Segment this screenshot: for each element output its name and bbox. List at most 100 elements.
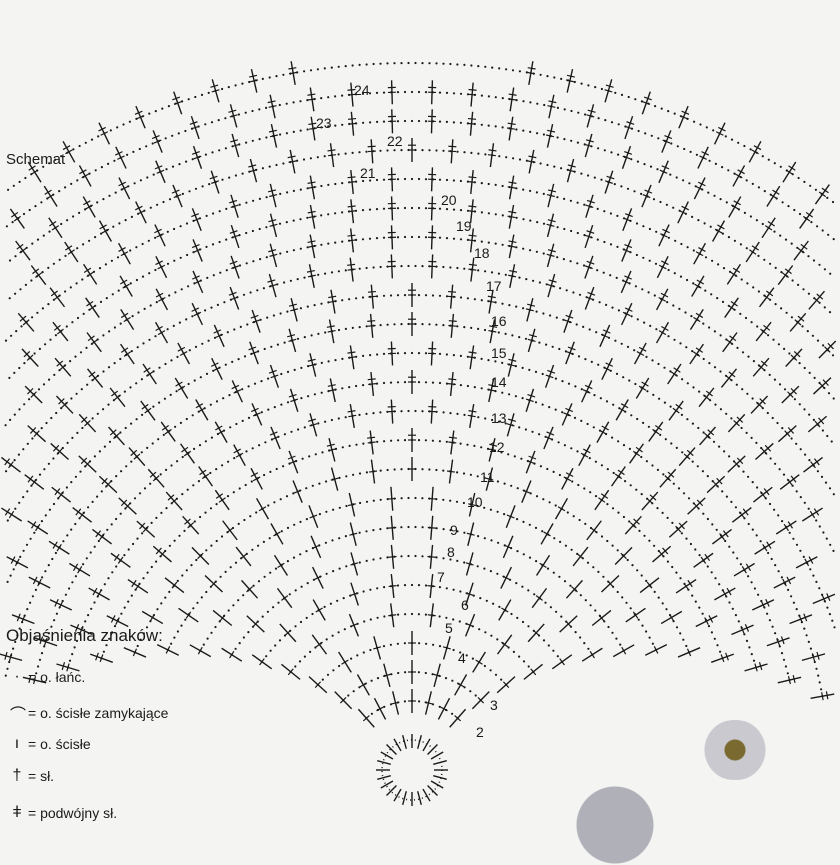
chain-stitch (711, 571, 713, 573)
row-number: 9 (450, 522, 458, 538)
row-number: 22 (387, 133, 403, 149)
chain-stitch (449, 266, 451, 268)
chain-stitch (210, 545, 212, 547)
stitch-bar (87, 272, 94, 276)
chain-stitch (533, 593, 535, 595)
chain-stitch (241, 388, 243, 390)
chain-stitch (820, 688, 822, 690)
chain-stitch (758, 186, 760, 188)
chain-stitch (589, 328, 591, 330)
chain-stitch (233, 328, 235, 330)
chain-stitch (585, 599, 587, 601)
stitch-bar (124, 352, 131, 357)
chain-stitch (411, 91, 413, 93)
chain-stitch (205, 591, 207, 593)
chain-stitch (414, 497, 416, 499)
stitch-bar (639, 386, 646, 390)
chain-stitch (252, 447, 254, 449)
chain-stitch (522, 621, 524, 623)
chain-stitch (716, 529, 718, 531)
chain-stitch (28, 398, 30, 400)
chain-stitch (341, 95, 343, 97)
chain-stitch (470, 152, 472, 154)
chain-stitch (819, 681, 821, 683)
chain-stitch (463, 561, 465, 563)
chain-stitch (120, 470, 122, 472)
chain-stitch (617, 511, 619, 513)
stitch-bar (184, 451, 191, 456)
chain-stitch (488, 242, 490, 244)
chain-stitch (418, 671, 420, 673)
chain-stitch (225, 147, 227, 149)
chain-stitch (692, 386, 694, 388)
chain-stitch (421, 410, 423, 412)
chain-stitch (418, 236, 420, 238)
chain-stitch (145, 145, 147, 147)
chain-stitch (376, 587, 378, 589)
chain-stitch (574, 417, 576, 419)
chain-stitch (126, 154, 128, 156)
chain-stitch (225, 364, 227, 366)
chain-stitch (425, 352, 427, 354)
chain-stitch (711, 260, 713, 262)
chain-stitch (186, 222, 188, 224)
chain-stitch (280, 404, 282, 406)
chain-stitch (481, 299, 483, 301)
row-number: 23 (316, 115, 332, 131)
chain-stitch (341, 358, 343, 360)
stitch-bar (348, 182, 356, 183)
chain-stitch (553, 166, 555, 168)
stitch-bar (216, 494, 223, 499)
chain-stitch (66, 534, 68, 536)
chain-stitch (515, 187, 517, 189)
chain-stitch (456, 325, 458, 327)
chain-stitch (183, 530, 185, 532)
chain-stitch (803, 628, 805, 630)
stitch-bar (327, 326, 335, 327)
chain-stitch (376, 353, 378, 355)
chain-stitch (439, 586, 441, 588)
chain-stitch (781, 652, 783, 654)
chain-stitch (498, 67, 500, 69)
stitch-bar (469, 264, 477, 265)
chain-stitch (825, 482, 827, 484)
chain-stitch (379, 528, 381, 530)
chain-stitch (599, 301, 601, 303)
chain-stitch (204, 511, 206, 513)
chain-stitch (307, 187, 309, 189)
stitch-bar (501, 642, 507, 647)
center-stitch (377, 761, 391, 765)
chain-stitch (432, 382, 434, 384)
chain-stitch (442, 266, 444, 268)
chain-stitch (799, 362, 801, 364)
chain-stitch (6, 225, 8, 227)
chain-stitch (251, 549, 253, 551)
chain-stitch (411, 613, 413, 615)
chain-stitch (685, 346, 687, 348)
chain-stitch (112, 226, 114, 228)
chain-stitch (134, 182, 136, 184)
chain-stitch (529, 190, 531, 192)
chain-stitch (23, 362, 25, 364)
chain-stitch (245, 112, 247, 114)
chain-stitch (439, 92, 441, 94)
chain-stitch (481, 95, 483, 97)
chain-stitch (211, 121, 213, 123)
chain-stitch (88, 240, 90, 242)
chain-stitch (543, 193, 545, 195)
chain-stitch (808, 414, 810, 416)
chain-stitch (238, 113, 240, 115)
chain-stitch (304, 426, 306, 428)
stitch-bar (548, 101, 556, 103)
center-stitch (433, 776, 447, 780)
stitch-bar (308, 241, 316, 242)
stitch-bar (118, 557, 123, 563)
chain-stitch (456, 560, 458, 562)
chain-stitch (150, 304, 152, 306)
chain-stitch (691, 216, 693, 218)
stitch-bar (368, 146, 376, 147)
chain-stitch (269, 572, 271, 574)
stitch-bar (270, 135, 278, 137)
stitch-bar (219, 498, 226, 503)
chain-stitch (638, 130, 640, 132)
